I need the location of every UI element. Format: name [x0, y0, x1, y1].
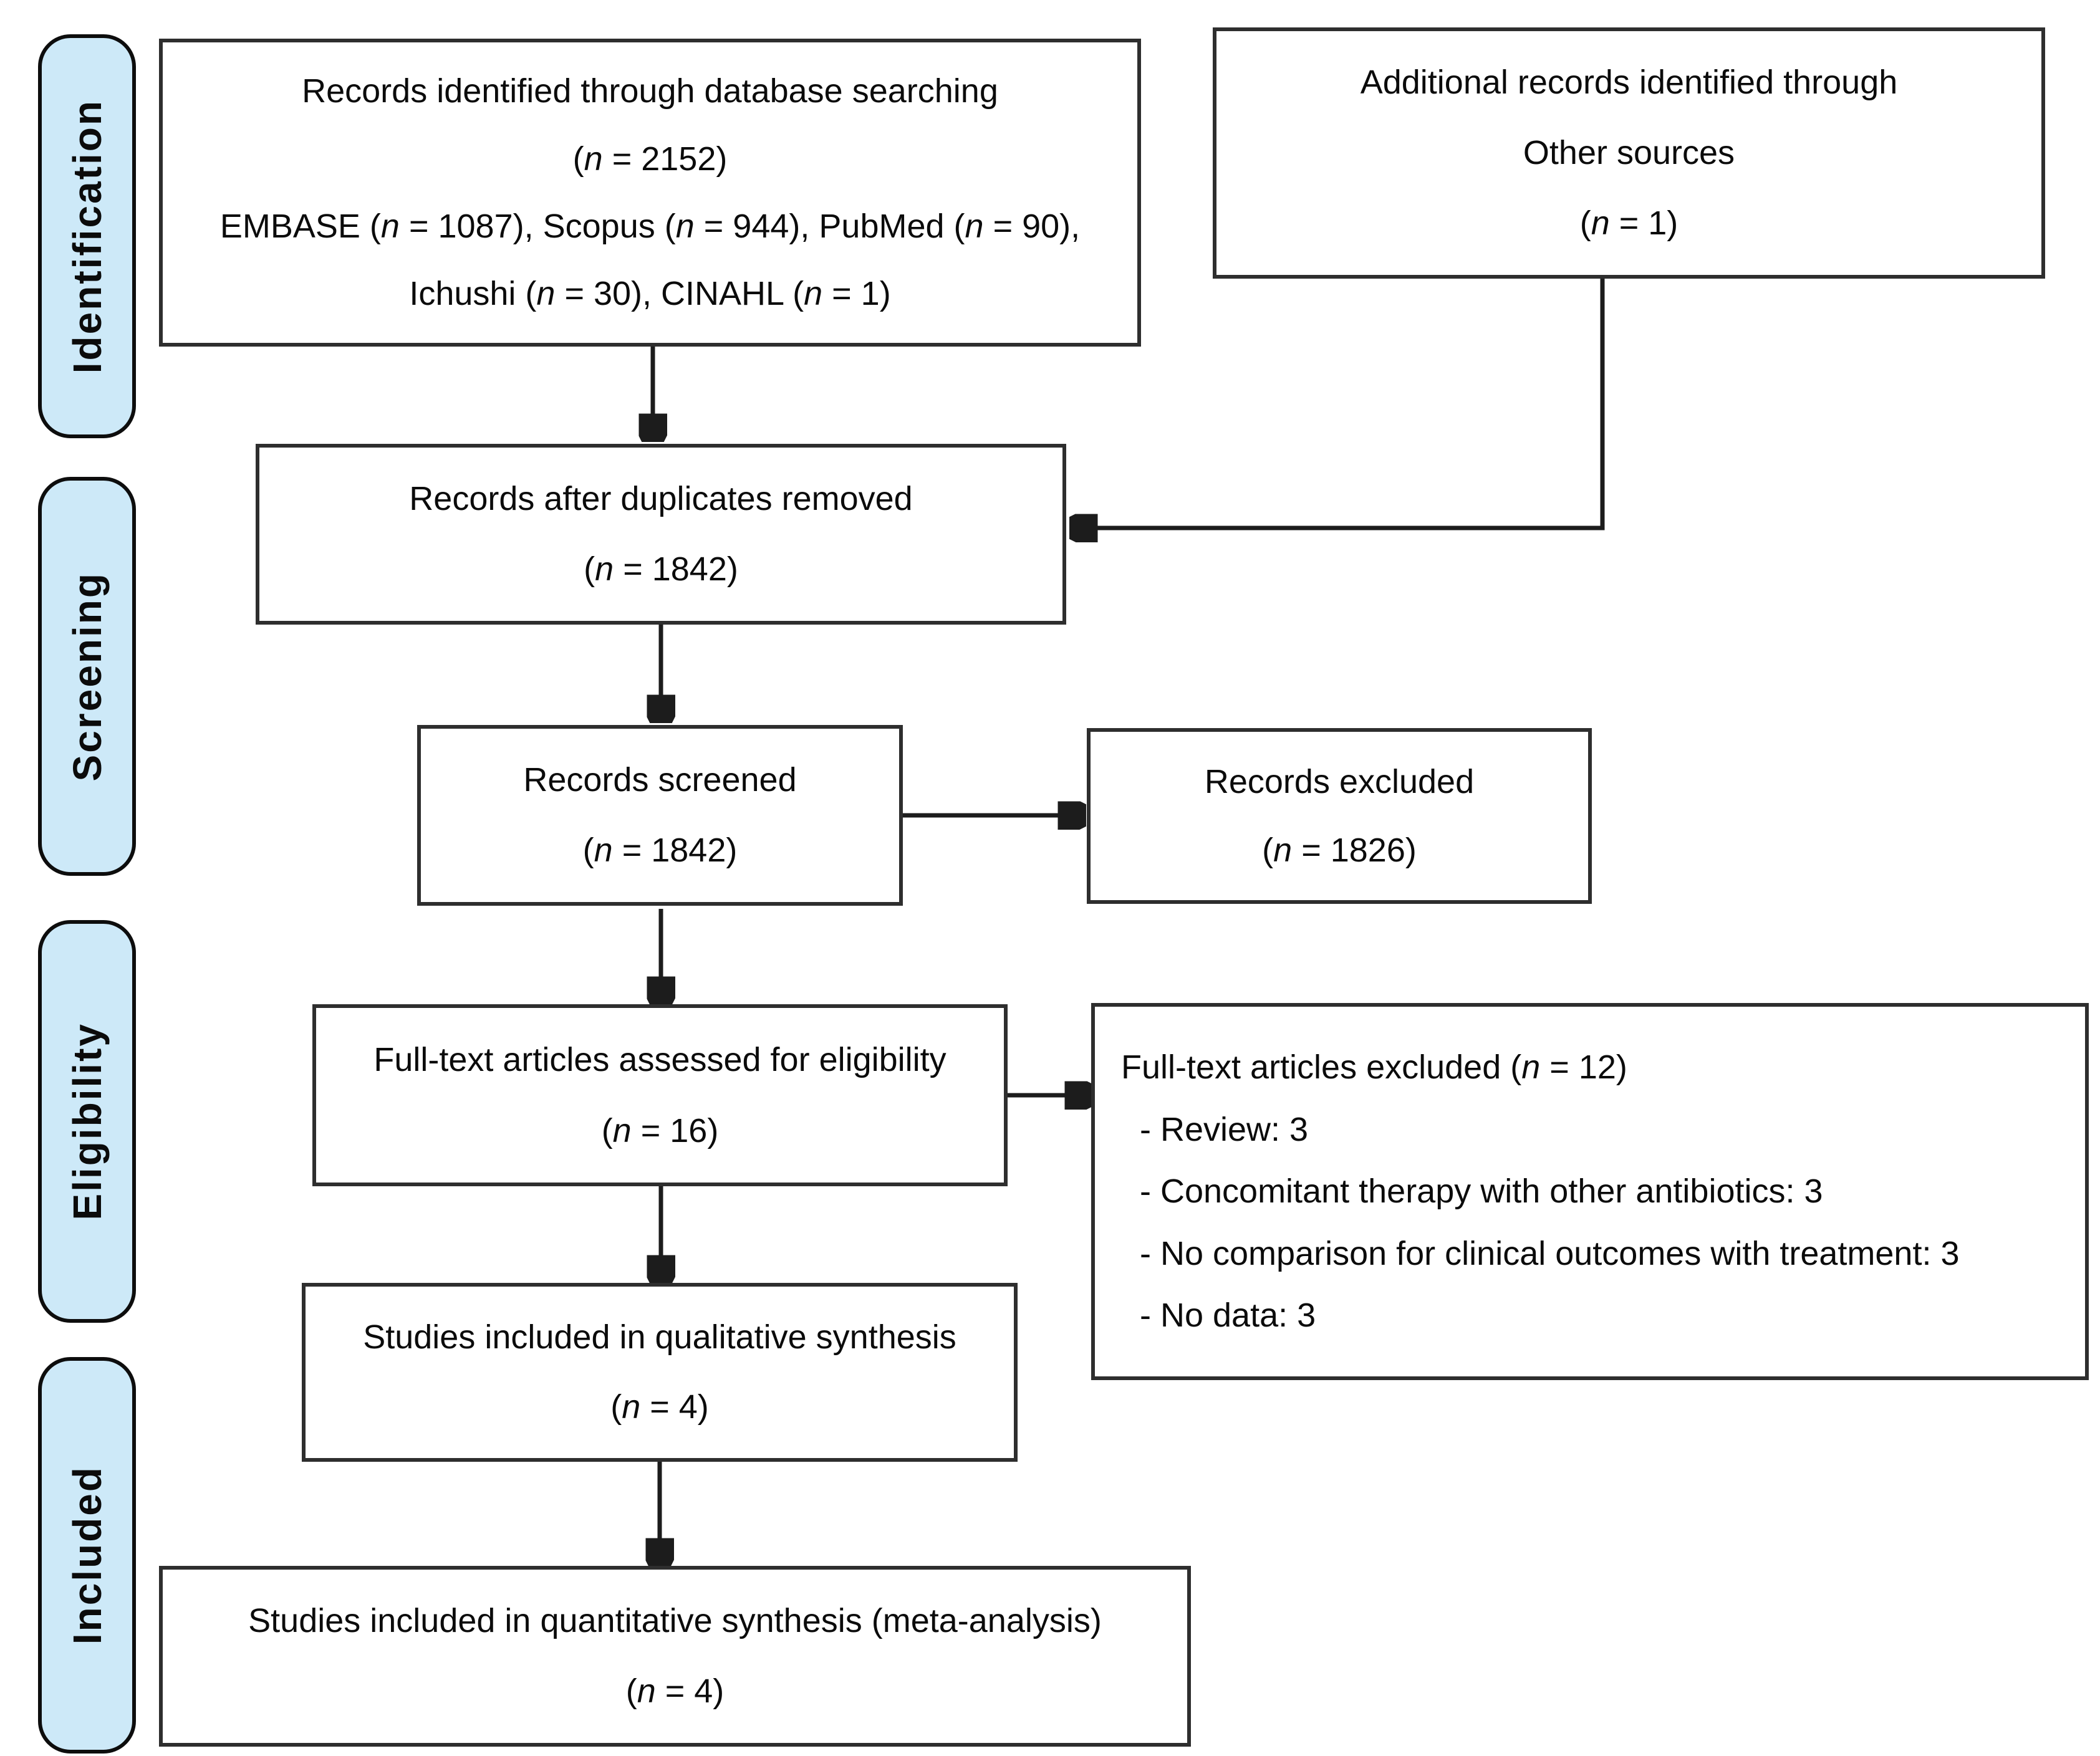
stage-eligibility: Eligibility [38, 920, 136, 1323]
text-line: - No comparison for clinical outcomes wi… [1140, 1234, 1960, 1272]
text-line: (n = 1826) [1262, 831, 1417, 869]
text-line: (n = 4) [625, 1672, 725, 1710]
text-line: - Review: 3 [1140, 1110, 1309, 1148]
text-line: (n = 2152) [572, 140, 728, 178]
box-records-screened: Records screened (n = 1842) [417, 725, 903, 906]
text-line: Studies included in quantitative synthes… [248, 1602, 1102, 1640]
stage-included-label: Included [64, 1466, 110, 1645]
text-line: Records identified through database sear… [302, 72, 998, 110]
text-line: EMBASE (n = 1087), Scopus (n = 944), Pub… [219, 207, 1081, 245]
text-line: Full-text articles assessed for eligibil… [373, 1041, 946, 1079]
stage-identification: Identification [38, 34, 136, 438]
box-quantitative-synthesis: Studies included in quantitative synthes… [159, 1566, 1191, 1747]
text-line: (n = 4) [610, 1388, 709, 1426]
stage-identification-label: Identification [64, 98, 110, 374]
text-line: Other sources [1523, 134, 1735, 172]
stage-eligibility-label: Eligibility [64, 1022, 110, 1221]
text-line: Records excluded [1204, 762, 1475, 800]
text-line: (n = 16) [601, 1111, 719, 1149]
stage-screening: Screening [38, 477, 136, 876]
stage-included: Included [38, 1357, 136, 1754]
text-line: Records after duplicates removed [409, 480, 913, 518]
text-line: - Concomitant therapy with other antibio… [1140, 1173, 1823, 1211]
text-line: (n = 1842) [582, 832, 738, 870]
text-line: Studies included in qualitative synthesi… [363, 1318, 956, 1356]
text-line: (n = 1) [1579, 204, 1679, 242]
stage-screening-label: Screening [64, 571, 110, 782]
box-fulltext-assessed: Full-text articles assessed for eligibil… [312, 1004, 1008, 1186]
box-fulltext-excluded: Full-text articles excluded (n = 12) - Re… [1091, 1003, 2089, 1380]
text-line: (n = 1842) [584, 550, 738, 588]
box-duplicates-removed: Records after duplicates removed (n = 184… [256, 444, 1066, 625]
text-line: Records screened [523, 761, 797, 799]
text-line: Full-text articles excluded (n = 12) [1121, 1048, 1627, 1087]
text-line: - No data: 3 [1140, 1297, 1316, 1335]
text-line: Additional records identified through [1360, 64, 1898, 102]
text-line: Ichushi (n = 30), CINAHL (n = 1) [409, 275, 891, 313]
box-database-search: Records identified through database sear… [159, 39, 1141, 347]
box-qualitative-synthesis: Studies included in qualitative synthesi… [302, 1283, 1018, 1462]
box-records-excluded: Records excluded (n = 1826) [1087, 728, 1592, 904]
arrow-othersources-to-duplicates [1074, 279, 1605, 528]
